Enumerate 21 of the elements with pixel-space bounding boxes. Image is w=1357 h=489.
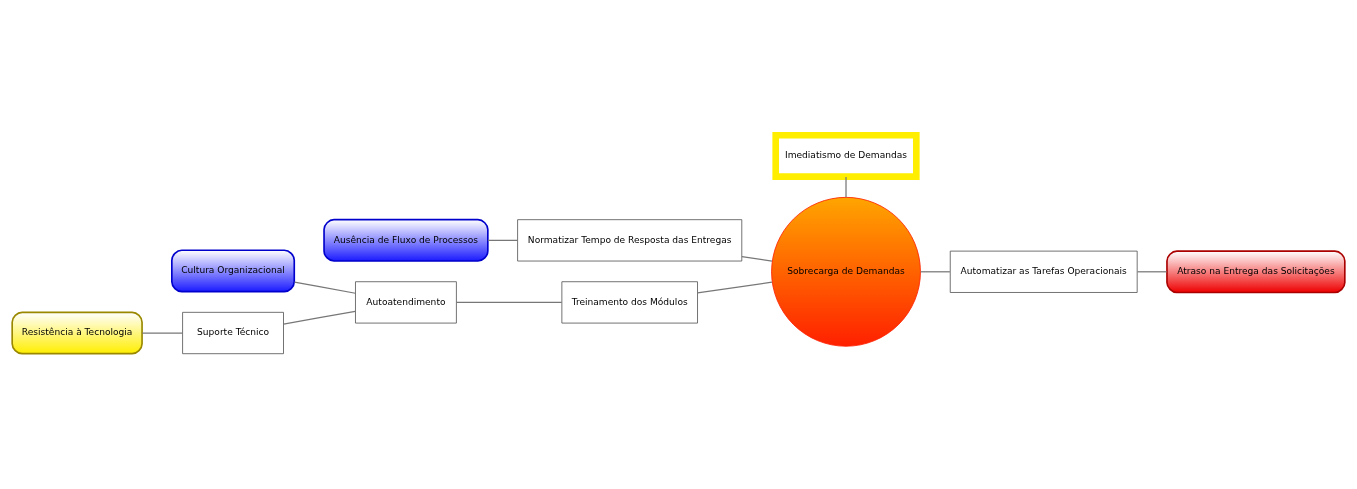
node-box: Normatizar Tempo de Resposta das Entregas <box>517 219 743 262</box>
connector <box>293 281 356 294</box>
connector <box>696 281 773 294</box>
node-box: Autoatendimento <box>355 281 457 324</box>
node-box: Atraso na Entrega das Solicitações <box>1166 250 1346 294</box>
connector <box>283 310 356 325</box>
connector <box>487 239 519 241</box>
node-box: Cultura Organizacional <box>171 249 296 293</box>
connector <box>741 256 773 262</box>
node-box: Imediatismo de Demandas <box>772 132 920 180</box>
connector <box>845 176 847 198</box>
connector <box>1136 271 1168 273</box>
node-box: Suporte Técnico <box>182 311 284 355</box>
connector <box>920 271 951 273</box>
node-box: Resistência à Tecnologia <box>11 311 143 355</box>
node-circle: Sobrecarga de Demandas <box>771 196 921 347</box>
node-box: Automatizar as Tarefas Operacionais <box>949 250 1138 293</box>
connector <box>141 332 183 334</box>
node-box: Ausência de Fluxo de Processos <box>323 218 489 262</box>
node-box: Treinamento dos Módulos <box>561 281 698 324</box>
connector <box>456 301 563 303</box>
